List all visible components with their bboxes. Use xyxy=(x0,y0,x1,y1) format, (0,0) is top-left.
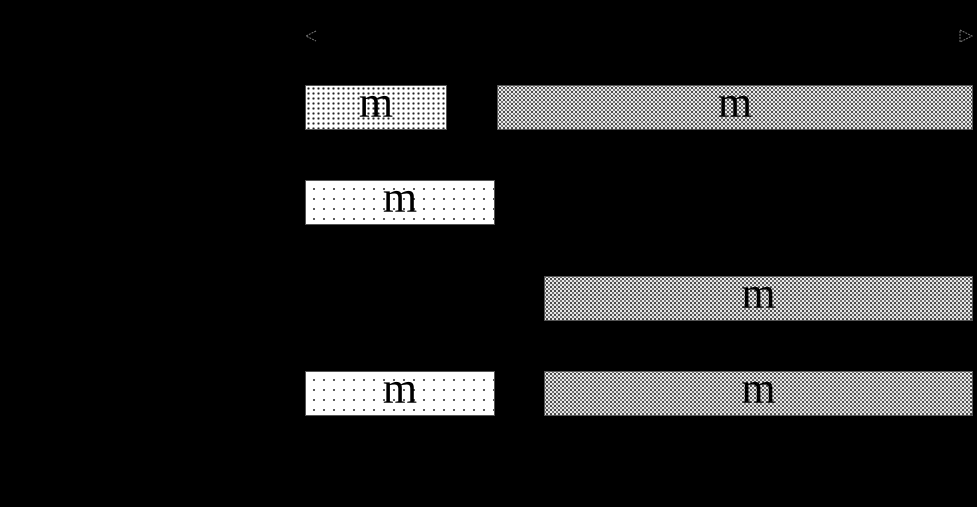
bar-row2-seg1: m xyxy=(305,175,495,225)
bar-row4-seg2: m xyxy=(544,366,973,416)
bar-label: m xyxy=(382,172,418,222)
axis-line xyxy=(310,36,964,37)
bar-label: m xyxy=(358,77,394,127)
bar-row1-seg2: m xyxy=(497,80,973,130)
arrow-left-icon xyxy=(304,30,317,42)
arrow-right-icon xyxy=(959,29,974,43)
bar-label: m xyxy=(382,363,418,413)
bar-row4-seg1: m xyxy=(305,366,495,416)
bar-row3-seg1: m xyxy=(544,271,973,321)
bar-label: m xyxy=(741,268,776,318)
bar-row1-seg1: m xyxy=(305,80,447,130)
bar-label: m xyxy=(741,363,776,413)
bar-label: m xyxy=(717,77,753,127)
timeline-axis xyxy=(304,28,974,44)
